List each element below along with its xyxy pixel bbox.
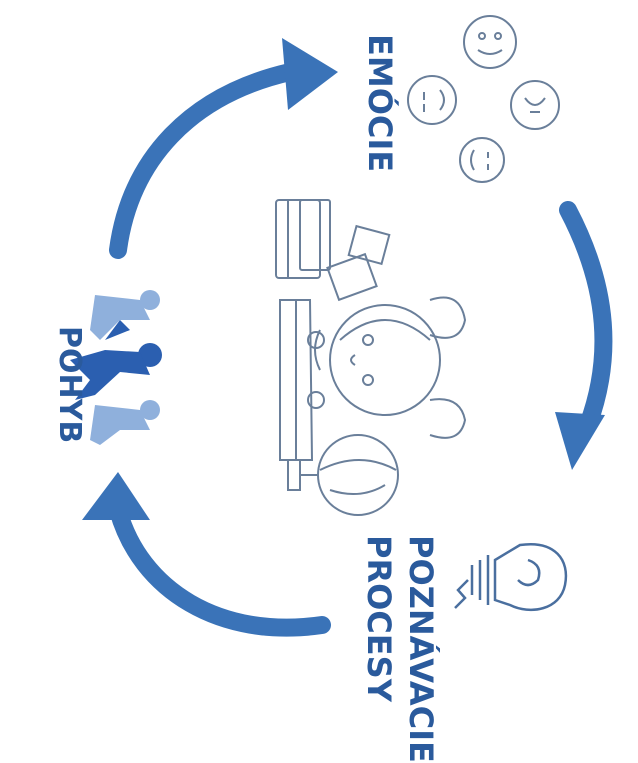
label-emotions: EMÓCIE [361, 34, 399, 173]
label-cognitive-processes: POZNÁVACIE PROCESY [355, 535, 445, 763]
runners-icon [70, 290, 162, 445]
label-cognitive-line2: PROCESY [360, 535, 398, 702]
arrow-movement-to-emotions [109, 38, 338, 259]
arrow-cognitive-to-movement [82, 472, 331, 637]
label-cognitive-line1: POZNÁVACIE [402, 535, 440, 763]
lightbulb-brain-icon [454, 542, 568, 612]
arrow-emotions-to-cognitive [555, 201, 613, 470]
child-studying-illustration [275, 199, 467, 516]
emotion-faces-icon [407, 15, 560, 183]
label-movement: POHYB [52, 326, 87, 444]
